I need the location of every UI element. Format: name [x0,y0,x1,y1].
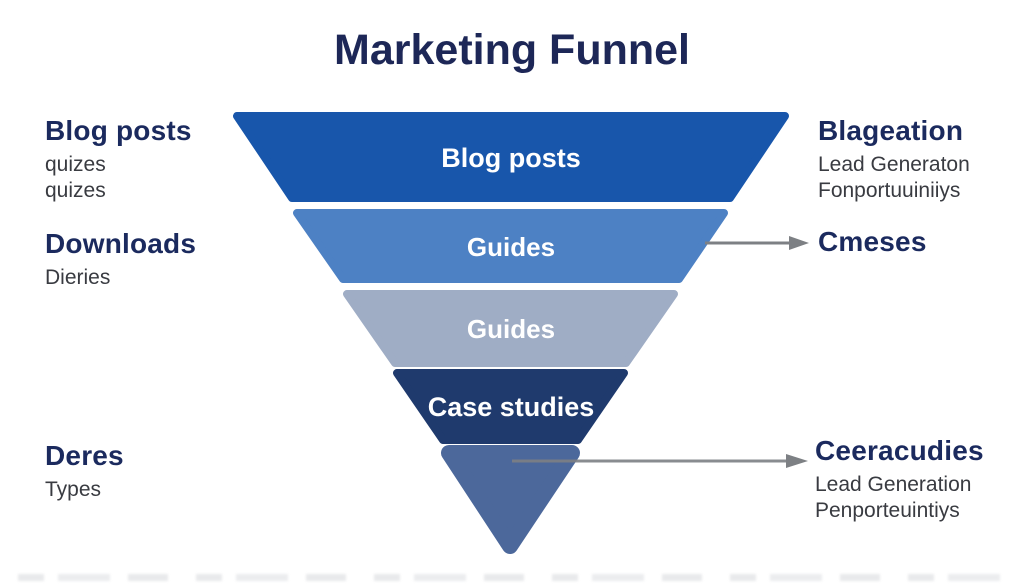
annotation-left-middle: Downloads Dieries [45,229,196,291]
funnel-layer-3-label: Guides [467,314,555,344]
annotation-sub: Lead Generaton Fonportuuiniiys [818,152,970,203]
arrow-head-icon [789,236,809,250]
annotation-sub: Types [45,477,124,503]
annotation-right-top: Blageation Lead Generaton Fonportuuiniiy… [818,116,970,204]
arrow-head-icon [786,454,808,468]
funnel-layer-2-stroke [293,209,728,283]
funnel-layer-4-label: Case studies [428,392,595,422]
annotation-sub: Dieries [45,265,196,291]
annotation-heading: Blageation [818,115,964,146]
annotation-heading: Deres [45,440,124,471]
funnel-svg: Blog posts Guides Guides Case studies [233,112,789,554]
funnel-layer-4-stroke [393,369,628,444]
funnel-layer-4-shape [397,373,624,440]
annotation-heading: Cmeses [818,226,927,257]
annotation-line: quizes [45,153,106,177]
funnel-tip-shape [449,453,572,546]
annotation-heading: Ceeracudies [815,435,984,466]
annotation-heading: Downloads [45,228,197,259]
funnel-layer-3-stroke [343,290,678,367]
annotation-line: Dieries [45,266,111,290]
funnel-layer-3-shape [347,294,674,363]
annotation-right-bottom: Ceeracudies Lead Generation Penporteuint… [815,436,984,524]
annotation-heading: Blog posts [45,115,192,146]
annotation-line: Types [45,478,102,502]
funnel-layer-1-label: Blog posts [441,143,581,173]
funnel-tip-stroke [441,445,580,554]
annotation-left-bottom: Deres Types [45,441,124,503]
funnel-layer-2-label: Guides [467,232,555,262]
arrow-to-ceeracudies [512,454,808,468]
annotation-left-top: Blog posts quizes quizes [45,116,192,204]
page-title: Marketing Funnel [334,26,690,74]
annotation-line: Penporteuintiys [815,499,960,522]
funnel-layer-2-shape [297,213,724,279]
bottom-greeked-text [18,574,1006,581]
annotation-right-middle: Cmeses [818,226,927,257]
annotation-line: Fonportuuiniiys [818,179,961,202]
annotation-sub: Lead Generation Penporteuintiys [815,472,984,523]
funnel-graphic: Blog posts Guides Guides Case studies [233,112,789,558]
annotation-line: Lead Generaton [818,153,970,177]
arrow-to-cmeses [705,236,809,250]
annotation-line: quizes [45,179,106,202]
funnel-layer-1-stroke [233,112,789,202]
funnel-layer-1-shape [237,116,785,198]
annotation-sub: quizes quizes [45,152,192,203]
annotation-line: Lead Generation [815,473,972,497]
